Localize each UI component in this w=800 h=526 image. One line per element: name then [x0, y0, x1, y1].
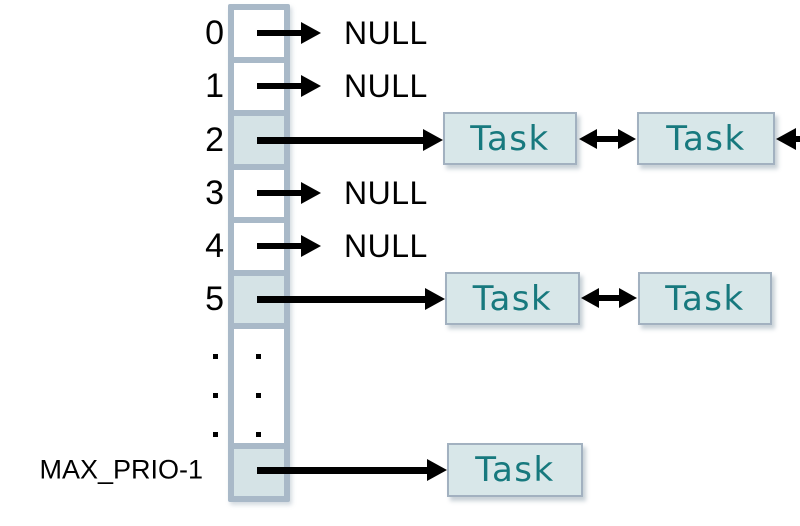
ellipsis-dot — [256, 432, 261, 437]
offscreen-link-arrow-row-2 — [776, 128, 800, 150]
row-label-3: 3 — [205, 174, 224, 212]
pointer-arrow-row-3 — [257, 182, 321, 204]
row-label-0: 0 — [205, 14, 224, 52]
link-arrow-row-2 — [579, 129, 636, 149]
arrowhead-icon — [776, 128, 796, 150]
task-node-row-2-first: Task — [443, 112, 577, 165]
pointer-arrow-row-max-prio — [257, 459, 447, 481]
ellipsis-dot — [256, 354, 261, 359]
row-label-2: 2 — [205, 121, 224, 159]
vertical-ellipsis-cells — [256, 354, 261, 437]
null-value-row-3: NULL — [344, 175, 428, 211]
arrowhead-icon — [425, 288, 445, 310]
task-label: Task — [472, 278, 553, 319]
arrowhead-icon — [423, 129, 443, 151]
task-label: Task — [470, 118, 550, 159]
pointer-arrow-row-0 — [257, 22, 321, 44]
row-label-1: 1 — [205, 67, 224, 105]
array-cell-ellipsis — [234, 329, 284, 443]
task-node-row-max-prio: Task — [447, 443, 583, 497]
pointer-arrow-row-2 — [257, 129, 443, 151]
arrowhead-icon — [301, 75, 321, 97]
arrowhead-icon — [301, 235, 321, 257]
task-node-row-5-first: Task — [445, 272, 580, 325]
null-value-row-0: NULL — [344, 15, 428, 51]
arrowhead-icon — [579, 129, 597, 149]
arrowhead-icon — [619, 288, 637, 308]
task-label: Task — [475, 450, 555, 490]
ellipsis-dot — [213, 354, 218, 359]
null-value-row-4: NULL — [344, 228, 428, 264]
row-label-max-prio: MAX_PRIO-1 — [39, 454, 203, 485]
pointer-arrow-row-4 — [257, 235, 321, 257]
row-label-4: 4 — [205, 227, 224, 265]
task-node-row-5-second: Task — [638, 272, 772, 325]
task-label: Task — [666, 118, 746, 159]
arrowhead-icon — [581, 288, 599, 308]
task-node-row-2-second: Task — [637, 112, 775, 165]
arrowhead-icon — [301, 22, 321, 44]
arrowhead-icon — [618, 129, 636, 149]
null-value-row-1: NULL — [344, 68, 428, 104]
link-arrow-row-5 — [581, 288, 637, 308]
pointer-arrow-row-5 — [257, 288, 445, 310]
ellipsis-dot — [213, 393, 218, 398]
task-label: Task — [665, 278, 745, 319]
vertical-ellipsis-labels — [213, 354, 218, 437]
row-label-5: 5 — [205, 280, 224, 318]
arrowhead-icon — [427, 459, 447, 481]
pointer-arrow-row-1 — [257, 75, 321, 97]
ellipsis-dot — [213, 432, 218, 437]
arrowhead-icon — [301, 182, 321, 204]
ellipsis-dot — [256, 393, 261, 398]
